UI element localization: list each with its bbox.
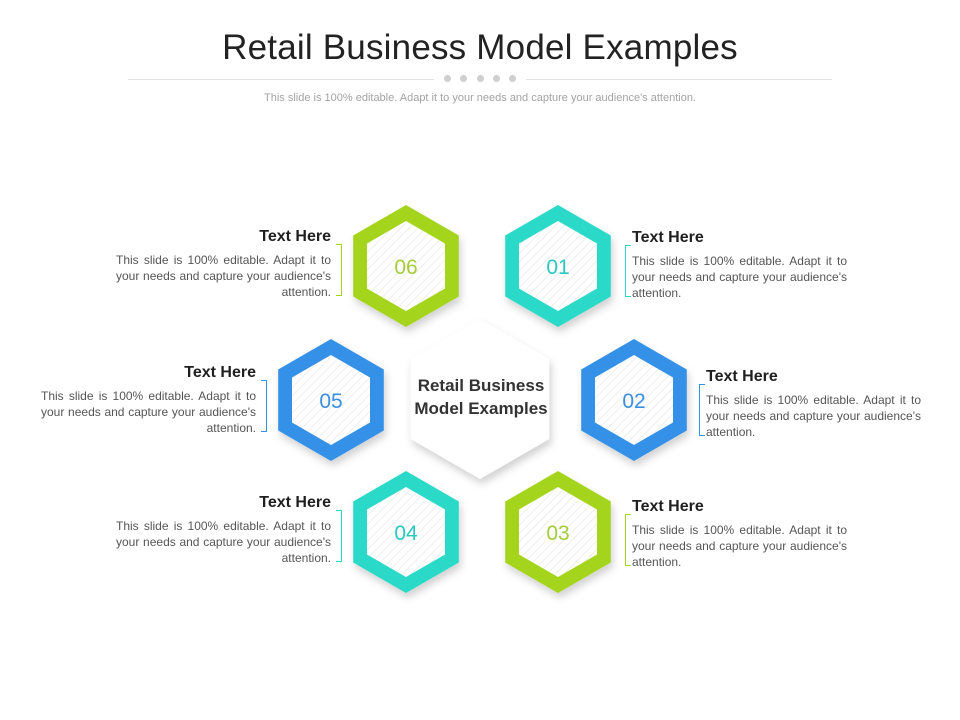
hexagon-inner <box>367 487 445 577</box>
hexagon-01: 01 <box>505 205 611 327</box>
callout-heading: Text Here <box>259 494 331 511</box>
center-label-line2: Model Examples <box>414 399 548 418</box>
bracket-06 <box>336 244 342 296</box>
bracket-03 <box>625 514 631 566</box>
callout-body: This slide is 100% editable. Adapt it to… <box>632 254 847 300</box>
slide-title: Retail Business Model Examples <box>222 28 738 67</box>
callout-body: This slide is 100% editable. Adapt it to… <box>632 523 847 569</box>
title-rule-right <box>526 79 832 80</box>
callout-01: Text Here This slide is 100% editable. A… <box>632 229 847 301</box>
hexagon-number: 02 <box>622 390 645 413</box>
callout-heading: Text Here <box>184 364 256 381</box>
callout-heading: Text Here <box>632 229 704 246</box>
callout-body: This slide is 100% editable. Adapt it to… <box>116 253 331 299</box>
hexagon-04: 04 <box>353 471 459 593</box>
bracket-04 <box>336 510 342 562</box>
title-dot <box>492 75 500 82</box>
callout-heading: Text Here <box>706 368 778 385</box>
title-dot <box>444 75 451 82</box>
hexagon-inner <box>367 221 445 311</box>
center-label-line1: Retail Business <box>417 376 545 395</box>
center-label: Retail Business Model Examples <box>396 374 566 420</box>
callout-05: Text Here This slide is 100% editable. A… <box>41 364 256 436</box>
hexagon-inner <box>519 487 597 577</box>
callout-body: This slide is 100% editable. Adapt it to… <box>116 519 331 565</box>
callout-body: This slide is 100% editable. Adapt it to… <box>41 389 256 435</box>
callout-heading: Text Here <box>632 498 704 515</box>
bracket-02 <box>699 384 705 436</box>
hexagon-number: 04 <box>394 522 418 545</box>
callout-02: Text Here This slide is 100% editable. A… <box>706 368 921 440</box>
hexagon-03: 03 <box>505 471 611 593</box>
title-dots <box>444 75 516 85</box>
callout-03: Text Here This slide is 100% editable. A… <box>632 498 847 570</box>
center-hexagon-shape <box>410 319 550 479</box>
callout-heading: Text Here <box>259 228 331 245</box>
hexagon-number: 03 <box>546 522 569 545</box>
hexagon-06: 06 <box>353 205 459 327</box>
hexagon-layer: 01 02 03 04 05 06 <box>278 205 687 593</box>
callout-04: Text Here This slide is 100% editable. A… <box>116 494 331 566</box>
title-rule-left <box>128 79 434 80</box>
hexagon-02: 02 <box>581 339 687 461</box>
hexagon-number: 01 <box>546 256 569 279</box>
hexagon-inner <box>292 355 370 445</box>
slide-subtitle: This slide is 100% editable. Adapt it to… <box>264 92 696 104</box>
hexagon-inner <box>519 221 597 311</box>
hexagon-05: 05 <box>278 339 384 461</box>
bracket-01 <box>625 245 631 297</box>
title-dot <box>509 75 516 82</box>
callout-06: Text Here This slide is 100% editable. A… <box>116 228 331 300</box>
center-hexagon <box>410 319 550 479</box>
hexagon-inner <box>595 355 673 445</box>
title-dot <box>460 75 468 82</box>
hexagon-number: 06 <box>394 256 417 279</box>
bracket-05 <box>261 380 267 432</box>
callout-body: This slide is 100% editable. Adapt it to… <box>706 393 921 439</box>
hexagon-number: 05 <box>319 390 342 413</box>
title-dot <box>476 75 484 82</box>
